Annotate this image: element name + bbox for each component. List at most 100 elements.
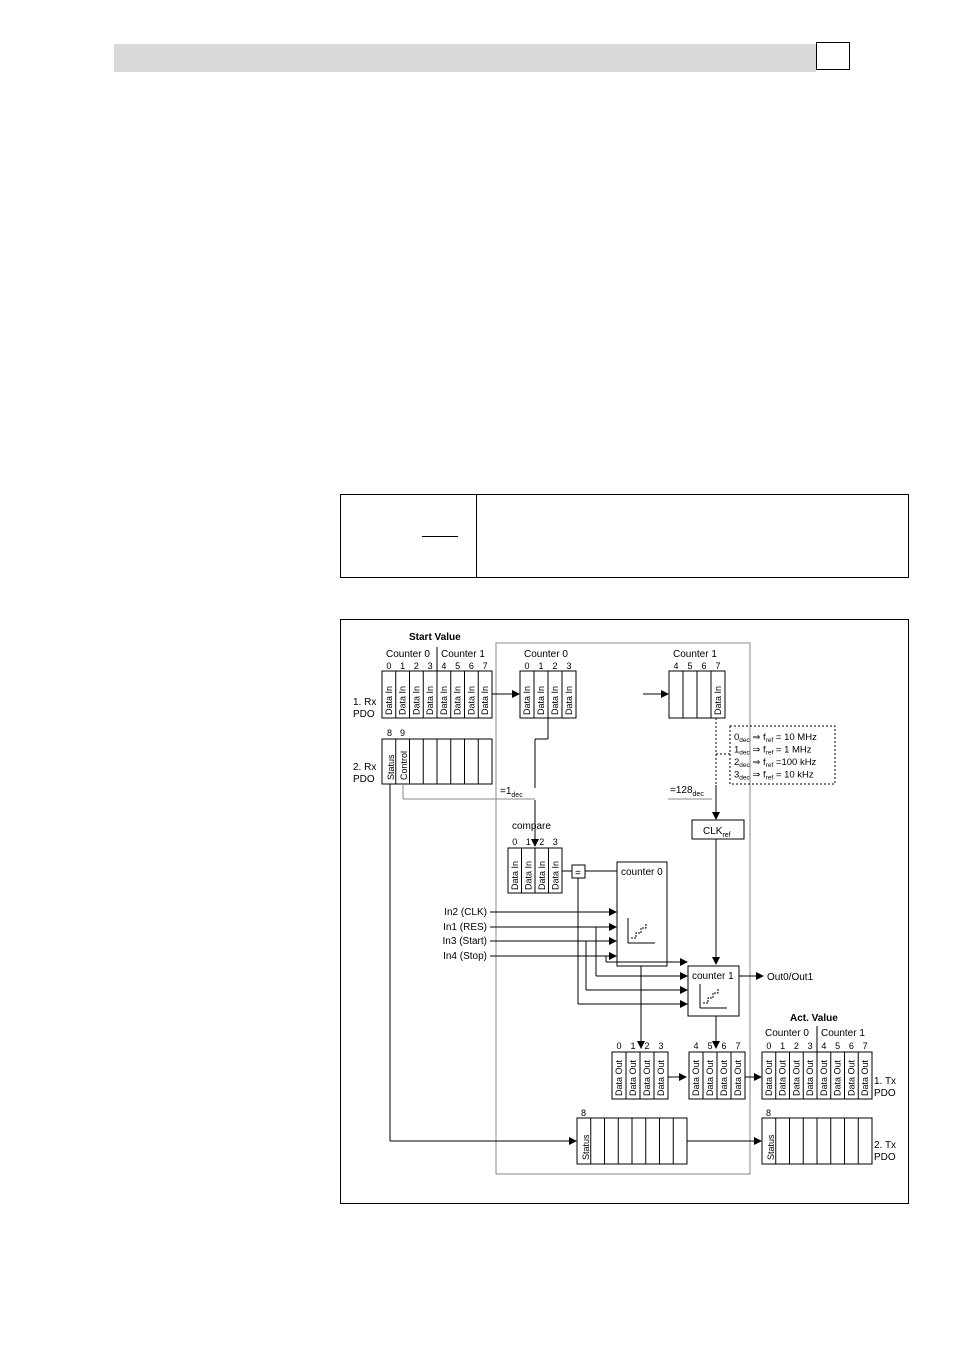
module-frame [495, 642, 751, 1175]
compare-data-in-text: Data In [550, 861, 560, 890]
rx1-data-in-text: Data In [411, 686, 421, 715]
out-b-index: 6 [721, 1041, 726, 1051]
tx1-data-out-text: Data Out [819, 1059, 829, 1096]
out-b-index: 7 [735, 1041, 740, 1051]
start-index: 4 [441, 661, 446, 671]
out-b-data-out-text: Data Out [733, 1059, 743, 1096]
mid1-data-in-text: Data In [713, 686, 723, 715]
act-index: 2 [794, 1041, 799, 1051]
freq-row: 0dec ⇒ fref = 10 MHz [734, 732, 817, 744]
out-a-data-out-text: Data Out [642, 1059, 652, 1096]
rx2-label-line2: PDO [353, 774, 375, 785]
tx1-data-out-text: Data Out [805, 1059, 815, 1096]
start-index: 0 [386, 661, 391, 671]
header-page-box [816, 42, 850, 70]
eq1-label: =1dec [500, 786, 523, 799]
out-b-index: 4 [693, 1041, 698, 1051]
tx1-data-out-text: Data Out [778, 1059, 788, 1096]
out-b-data-out-text: Data Out [691, 1059, 701, 1096]
rx1-data-in-text: Data In [384, 686, 394, 715]
mid-counter1-title: Counter 1 [673, 649, 717, 660]
tx1-data-out-text: Data Out [764, 1059, 774, 1096]
act-index: 3 [808, 1041, 813, 1051]
mid-counter0-title: Counter 0 [524, 649, 568, 660]
eq128-label: =128dec [670, 785, 704, 798]
note-symbol-line [422, 536, 458, 537]
mid-status-cells [590, 1118, 674, 1164]
start-index: 6 [469, 661, 474, 671]
tx2-cells [775, 1118, 859, 1164]
start-index: 7 [483, 661, 488, 671]
start-index: 1 [400, 661, 405, 671]
act-index: 6 [849, 1041, 854, 1051]
out-a-index: 3 [658, 1041, 663, 1051]
act-index: 7 [863, 1041, 868, 1051]
input-label: In4 (Stop) [443, 951, 487, 962]
start-counter0-label: Counter 0 [386, 649, 430, 660]
start-index: 3 [428, 661, 433, 671]
mid0-data-in-text: Data In [536, 686, 546, 715]
mid1-index: 6 [701, 661, 706, 671]
out-a-index: 0 [616, 1041, 621, 1051]
freq-table-box [729, 725, 836, 785]
rx2-control-text: Control [399, 751, 409, 780]
start-value-title: Start Value [409, 632, 461, 643]
header-bar [114, 44, 816, 72]
out-a-index: 2 [644, 1041, 649, 1051]
mid-counter1-cells: Data In [682, 671, 723, 718]
mid0-index: 1 [538, 661, 543, 671]
tx1-data-out-text: Data Out [791, 1059, 801, 1096]
mid0-index: 2 [552, 661, 557, 671]
freq-row: 3dec ⇒ fref = 10 kHz [734, 770, 814, 782]
rx1-data-in-text: Data In [453, 686, 463, 715]
input-label: In1 (RES) [443, 922, 487, 933]
counter0-block [616, 861, 668, 967]
out-a-data-out-text: Data Out [614, 1059, 624, 1096]
mid0-data-in-text: Data In [522, 686, 532, 715]
input-label: In2 (CLK) [444, 907, 487, 918]
rx1-label-line1: 1. Rx [353, 697, 376, 708]
out-a-data-out-text: Data Out [628, 1059, 638, 1096]
note-divider [476, 495, 477, 577]
counter1-block-label: counter 1 [692, 971, 734, 982]
act-value-title: Act. Value [790, 1013, 838, 1024]
out-b-data-out-text: Data Out [705, 1059, 715, 1096]
start-counter1-label: Counter 1 [441, 649, 485, 660]
tx1-data-out-text: Data Out [846, 1059, 856, 1096]
tx1-label-line1: 1. Tx [874, 1076, 896, 1087]
mid1-index: 4 [673, 661, 678, 671]
rx1-data-in-text: Data In [480, 686, 490, 715]
counter0-step-icon [627, 918, 655, 944]
compare-index: 0 [512, 837, 517, 847]
mid1-index: 7 [715, 661, 720, 671]
input-signals: In2 (CLK)In1 (RES)In3 (Start)In4 (Stop) [443, 907, 487, 962]
figure-frame [340, 619, 909, 1204]
rx2-status-text: Status [386, 754, 396, 780]
clk-ref-block [691, 819, 745, 840]
rx2-cells [395, 739, 479, 784]
note-table [340, 494, 909, 578]
tx2-status-index: 8 [766, 1108, 771, 1118]
counter0-block-label: counter 0 [621, 867, 663, 878]
freq-row: 2dec ⇒ fref =100 kHz [734, 757, 817, 769]
tx1-data-out-text: Data Out [860, 1059, 870, 1096]
act-counter0-label: Counter 0 [765, 1028, 809, 1039]
rx1-data-in-text: Data In [439, 686, 449, 715]
out-a-index: 1 [630, 1041, 635, 1051]
rx2-index-9: 9 [400, 728, 405, 738]
act-counter1-label: Counter 1 [821, 1028, 865, 1039]
mid0-data-in-text: Data In [550, 686, 560, 715]
mid0-index: 0 [524, 661, 529, 671]
